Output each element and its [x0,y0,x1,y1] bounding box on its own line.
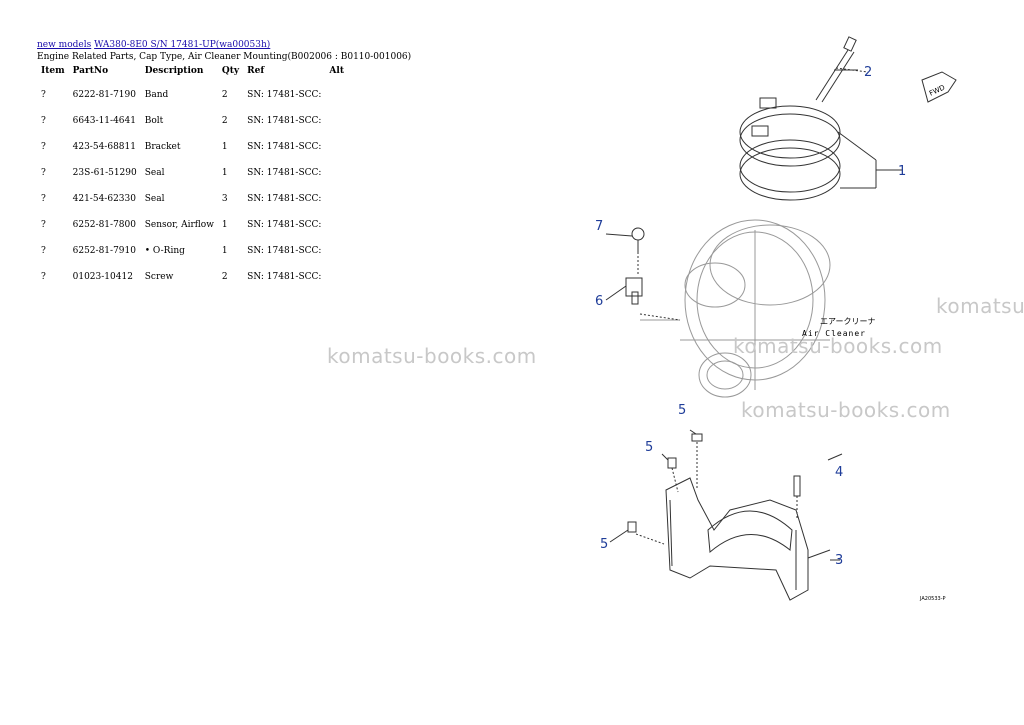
header-item: Item [41,66,65,76]
cell-item: ? [41,142,46,152]
table-row: ? 6643-11-4641 Bolt 2 SN: 17481-SCC: [37,108,348,134]
cell-ref: SN: 17481-SCC: [247,116,322,126]
cell-item: ? [41,116,46,126]
header-description: Description [144,66,204,76]
cell-item: ? [41,90,46,100]
cell-partno: 421-54-62330 [72,194,136,204]
bracket-drawing [665,477,831,601]
callout-5: 5 [678,403,686,418]
cell-description: Screw [144,272,174,282]
cell-partno: 01023-10412 [72,272,133,282]
cell-ref: SN: 17481-SCC: [247,90,322,100]
header-ref: Ref [247,66,265,76]
cell-description: Sensor, Airflow [144,220,214,230]
cell-item: ? [41,168,46,178]
cell-qty: 1 [221,142,228,152]
cell-qty: 3 [221,194,228,204]
figure-code: JA20533-P [919,596,946,602]
callout-4: 4 [835,465,843,480]
callout-2: 2 [864,65,872,80]
cell-ref: SN: 17481-SCC: [247,246,322,256]
bolt-drawing [815,36,869,103]
watermark: komatsu-books.com [733,334,943,358]
header-partno: PartNo [72,66,109,76]
cell-qty: 1 [221,168,228,178]
callout-7: 7 [595,219,603,234]
table-row: ? 6222-81-7190 Band 2 SN: 17481-SCC: [37,82,348,108]
seal-drawing [627,433,801,545]
cell-alt [325,134,348,160]
callout-1: 1 [898,164,906,179]
cell-qty: 1 [221,220,228,230]
callout-5: 5 [600,537,608,552]
breadcrumb: new models WA380-8E0 S/N 17481-UP(wa0005… [37,40,270,50]
table-row: ? 23S-61-51290 Seal 1 SN: 17481-SCC: [37,160,348,186]
air-cleaner-drawing [640,219,831,398]
table-header-row: Item PartNo Description Qty Ref Alt [37,66,348,82]
callout-3: 3 [835,553,843,568]
watermark: komatsu-books.com [741,398,951,422]
header-alt: Alt [329,66,344,76]
parts-diagram: 1 2 3 4 5 5 5 6 7 FWD エアークリーナ Air Cleane… [595,36,957,602]
cell-description: Bracket [144,142,181,152]
table-row: ? 421-54-62330 Seal 3 SN: 17481-SCC: [37,186,348,212]
cell-ref: SN: 17481-SCC: [247,142,322,152]
cell-description: Band [144,90,169,100]
cell-item: ? [41,194,46,204]
callout-6: 6 [595,294,603,309]
cell-qty: 2 [221,116,228,126]
cell-alt [325,212,348,238]
cell-description: Seal [144,168,165,178]
breadcrumb-link-model[interactable]: WA380-8E0 S/N 17481-UP(wa00053h) [94,40,271,50]
leader-lines [605,69,858,561]
table-row: ? 01023-10412 Screw 2 SN: 17481-SCC: [37,264,348,290]
cell-ref: SN: 17481-SCC: [247,220,322,230]
cell-description: Seal [144,194,165,204]
cell-ref: SN: 17481-SCC: [247,194,322,204]
fwd-arrow-drawing [921,71,957,103]
callout-5: 5 [645,440,653,455]
japanese-label: エアークリーナ [820,317,876,326]
table-row: ? 6252-81-7800 Sensor, Airflow 1 SN: 174… [37,212,348,238]
cell-item: ? [41,246,46,256]
parts-table: Item PartNo Description Qty Ref Alt ? 62… [37,66,348,290]
cell-partno: 6252-81-7910 [72,246,136,256]
table-row: ? 423-54-68811 Bracket 1 SN: 17481-SCC: [37,134,348,160]
cell-partno: 6252-81-7800 [72,220,136,230]
cell-partno: 6643-11-4641 [72,116,136,126]
band-drawing [739,97,902,201]
cell-alt [325,82,348,108]
cell-description: Bolt [144,116,164,126]
cell-qty: 1 [221,246,228,256]
cell-ref: SN: 17481-SCC: [247,272,322,282]
cell-partno: 23S-61-51290 [72,168,137,178]
cell-alt [325,238,348,264]
table-row: ? 6252-81-7910 • O-Ring 1 SN: 17481-SCC: [37,238,348,264]
cell-qty: 2 [221,90,228,100]
air-cleaner-label: Air Cleaner [802,329,866,338]
cell-alt [325,264,348,290]
cell-description: • O-Ring [144,246,185,256]
cell-alt [325,186,348,212]
cell-item: ? [41,272,46,282]
fwd-label: FWD [928,84,946,98]
cell-item: ? [41,220,46,230]
page-title: Engine Related Parts, Cap Type, Air Clea… [37,52,412,62]
breadcrumb-link-new-models[interactable]: new models [37,40,92,50]
cell-qty: 2 [221,272,228,282]
cell-alt [325,108,348,134]
cell-partno: 423-54-68811 [72,142,136,152]
watermark: komatsu [936,294,1024,318]
cell-partno: 6222-81-7190 [72,90,136,100]
cell-ref: SN: 17481-SCC: [247,168,322,178]
watermark: komatsu-books.com [327,344,537,368]
header-qty: Qty [221,66,240,76]
cell-alt [325,160,348,186]
sensor-drawing [625,227,681,321]
